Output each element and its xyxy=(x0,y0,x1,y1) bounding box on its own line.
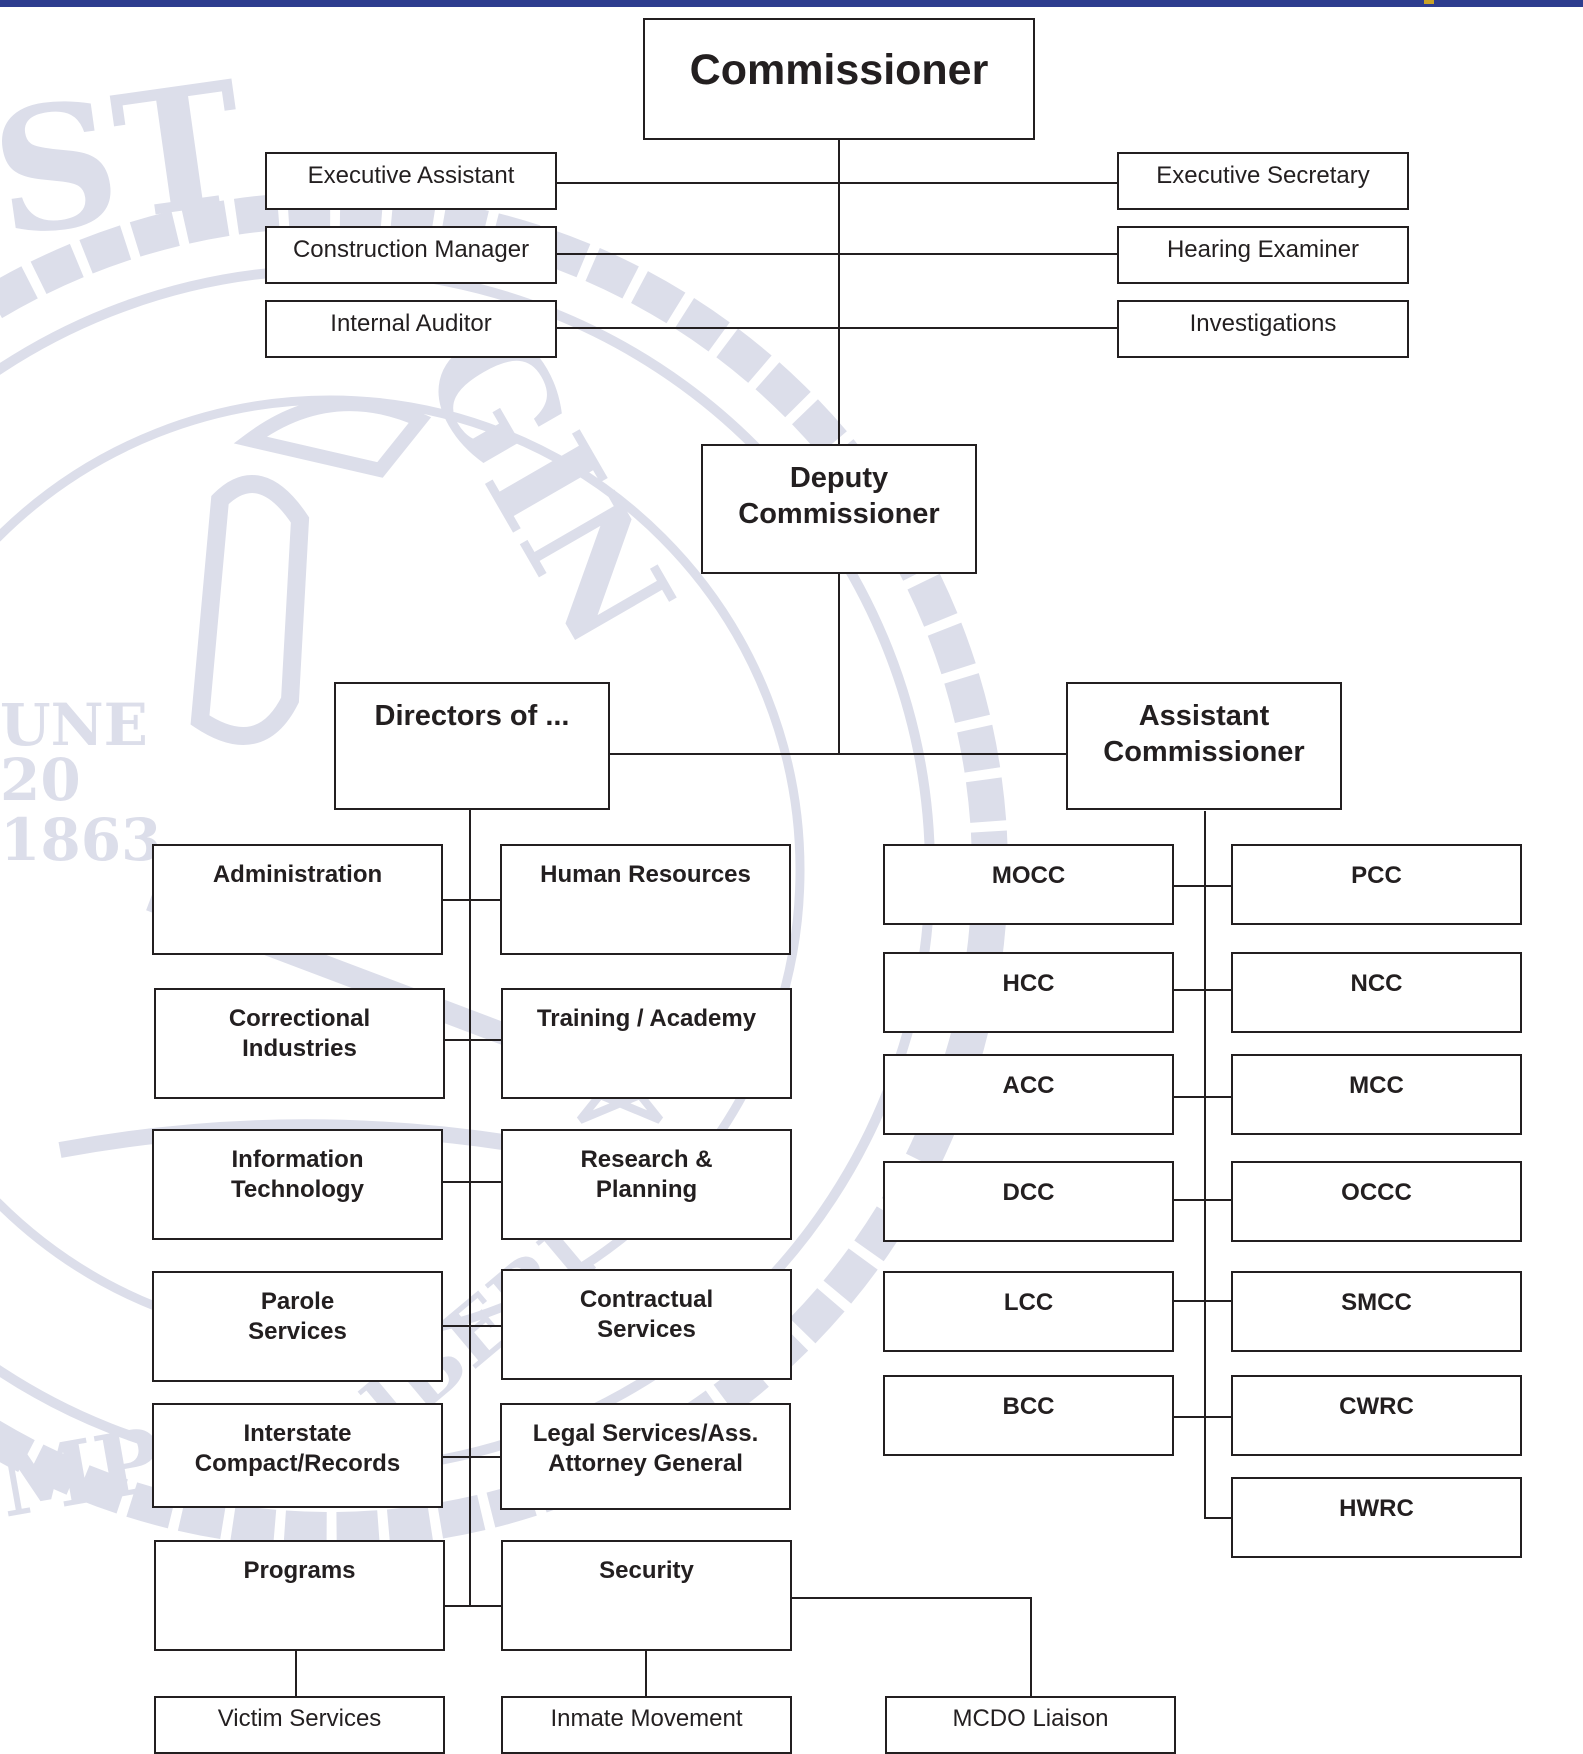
facility-label: HWRC xyxy=(1339,1495,1414,1522)
facility-label: DCC xyxy=(1002,1179,1055,1206)
sub-unit-label: Victim Services xyxy=(217,1705,382,1732)
facility-label: NCC xyxy=(1350,970,1403,997)
facility-label: PCC xyxy=(1351,862,1402,889)
facility-label: LCC xyxy=(1003,1289,1054,1316)
facility-box-mcc: MCC xyxy=(1231,1054,1522,1135)
facility-label: OCCC xyxy=(1341,1179,1412,1206)
staff-label: Executive Secretary xyxy=(1156,162,1370,189)
facility-box-pcc: PCC xyxy=(1231,844,1522,925)
commissioner-label: Commissioner xyxy=(689,46,989,94)
facility-box-hwrc: HWRC xyxy=(1231,1477,1522,1558)
facility-label: ACC xyxy=(1002,1072,1055,1099)
directors-label: Directors of ... xyxy=(374,700,570,732)
sub-box-mcdo-liaison: MCDO Liaison xyxy=(885,1696,1176,1754)
unit-box-research-planning: Research & Planning xyxy=(501,1129,792,1240)
deputy-commissioner-label: Deputy Commissioner xyxy=(738,462,940,530)
facility-box-bcc: BCC xyxy=(883,1375,1174,1456)
staff-label: Executive Assistant xyxy=(307,162,515,189)
unit-box-programs: Programs xyxy=(154,1540,445,1651)
facility-label: MCC xyxy=(1349,1072,1404,1099)
unit-label: Correctional Industries xyxy=(228,1005,371,1062)
unit-label: Contractual Services xyxy=(579,1286,714,1343)
facility-box-smcc: SMCC xyxy=(1231,1271,1522,1352)
unit-label: Research & Planning xyxy=(580,1146,713,1203)
facility-box-dcc: DCC xyxy=(883,1161,1174,1242)
header-bar xyxy=(0,0,1583,7)
facility-box-cwrc: CWRC xyxy=(1231,1375,1522,1456)
staff-box-hearing-examiner: Hearing Examiner xyxy=(1117,226,1409,284)
unit-label: Training / Academy xyxy=(536,1005,757,1032)
facility-box-occc: OCCC xyxy=(1231,1161,1522,1242)
staff-box-executive-assistant: Executive Assistant xyxy=(265,152,557,210)
unit-label: Security xyxy=(599,1557,694,1584)
deputy-commissioner-box: Deputy Commissioner xyxy=(701,444,977,574)
unit-box-human-resources: Human Resources xyxy=(500,844,791,955)
facility-box-acc: ACC xyxy=(883,1054,1174,1135)
unit-box-parole-services: Parole Services xyxy=(152,1271,443,1382)
sub-unit-label: Inmate Movement xyxy=(550,1705,743,1732)
facility-label: MOCC xyxy=(991,862,1066,889)
unit-label: Parole Services xyxy=(248,1288,347,1345)
svg-text:ST: ST xyxy=(0,44,256,277)
unit-label: Interstate Compact/Records xyxy=(194,1420,401,1477)
facility-box-ncc: NCC xyxy=(1231,952,1522,1033)
staff-label: Investigations xyxy=(1189,310,1337,337)
assistant-commissioner-label: Assistant Commissioner xyxy=(1103,700,1305,768)
unit-box-interstate-compact: Interstate Compact/Records xyxy=(152,1403,443,1508)
sub-box-inmate-movement: Inmate Movement xyxy=(501,1696,792,1754)
corner-emblem-icon xyxy=(1384,0,1436,7)
unit-box-information-technology: Information Technology xyxy=(152,1129,443,1240)
staff-box-investigations: Investigations xyxy=(1117,300,1409,358)
unit-box-legal-services: Legal Services/Ass. Attorney General xyxy=(500,1403,791,1510)
unit-box-contractual-services: Contractual Services xyxy=(501,1269,792,1380)
sub-unit-label: MCDO Liaison xyxy=(952,1705,1109,1732)
directors-box: Directors of ... xyxy=(334,682,610,810)
staff-label: Construction Manager xyxy=(292,236,530,263)
staff-label: Hearing Examiner xyxy=(1166,236,1360,263)
unit-box-training-academy: Training / Academy xyxy=(501,988,792,1099)
facility-box-hcc: HCC xyxy=(883,952,1174,1033)
staff-box-internal-auditor: Internal Auditor xyxy=(265,300,557,358)
facility-label: HCC xyxy=(1002,970,1055,997)
svg-text:1863: 1863 xyxy=(0,806,161,874)
unit-label: Programs xyxy=(243,1557,356,1584)
staff-box-construction-manager: Construction Manager xyxy=(265,226,557,284)
unit-box-administration: Administration xyxy=(152,844,443,955)
facility-box-lcc: LCC xyxy=(883,1271,1174,1352)
unit-label: Information Technology xyxy=(231,1146,364,1203)
staff-label: Internal Auditor xyxy=(330,310,492,337)
unit-box-correctional-industries: Correctional Industries xyxy=(154,988,445,1099)
assistant-commissioner-box: Assistant Commissioner xyxy=(1066,682,1342,810)
unit-label: Human Resources xyxy=(540,861,751,888)
svg-text:UNE: UNE xyxy=(0,691,148,759)
unit-label: Legal Services/Ass. Attorney General xyxy=(532,1420,759,1477)
facility-box-mocc: MOCC xyxy=(883,844,1174,925)
staff-box-executive-secretary: Executive Secretary xyxy=(1117,152,1409,210)
unit-box-security: Security xyxy=(501,1540,792,1651)
facility-label: CWRC xyxy=(1339,1393,1414,1420)
facility-label: BCC xyxy=(1002,1393,1055,1420)
commissioner-box: Commissioner xyxy=(643,18,1035,140)
unit-label: Administration xyxy=(212,861,383,888)
svg-text:20: 20 xyxy=(0,746,81,814)
facility-label: SMCC xyxy=(1341,1289,1412,1316)
sub-box-victim-services: Victim Services xyxy=(154,1696,445,1754)
